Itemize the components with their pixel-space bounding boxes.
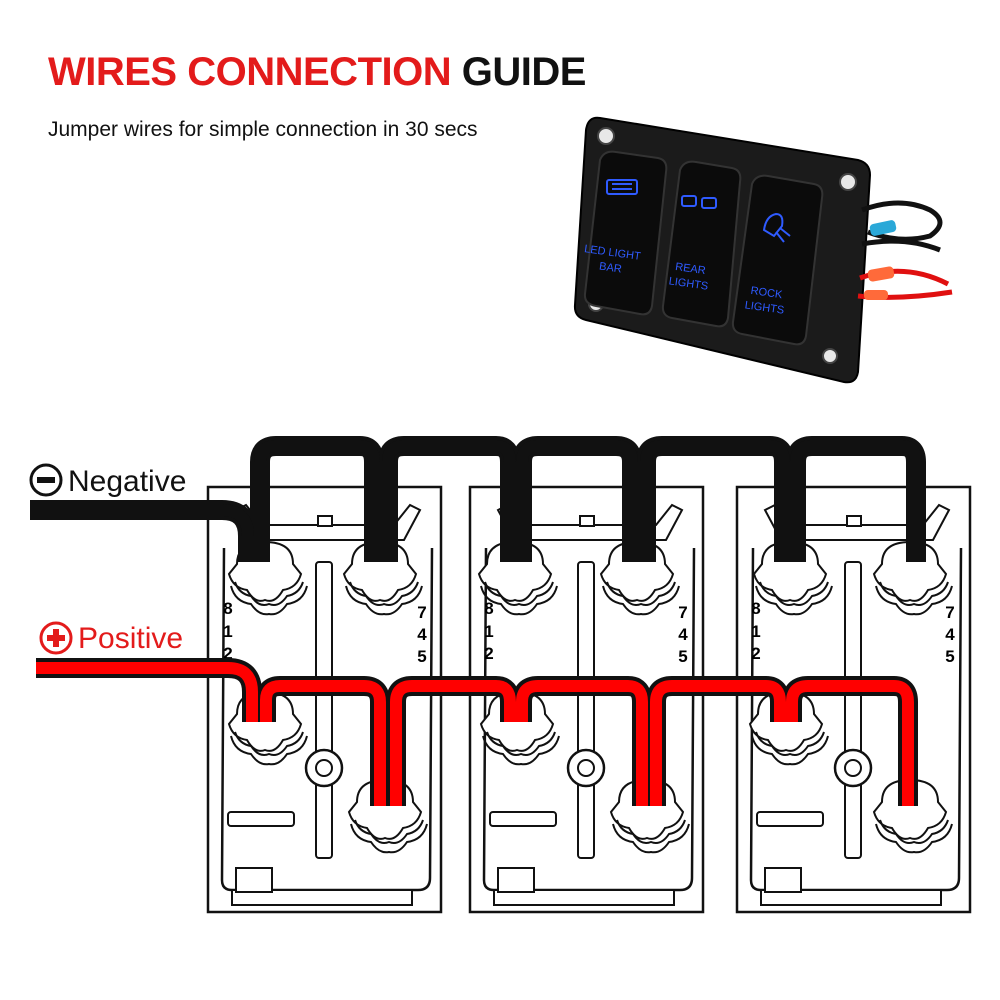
switch-1-label-line2: BAR <box>598 261 622 276</box>
led-bar-icon <box>606 179 638 195</box>
pin-2: 2 <box>223 644 232 663</box>
mount-hole <box>822 348 838 364</box>
mount-hole <box>597 127 615 145</box>
pin-5: 5 <box>417 647 426 666</box>
positive-legend: Positive <box>39 621 183 655</box>
pin-8: 8 <box>484 599 493 618</box>
pin-7: 7 <box>417 603 426 622</box>
pin-1: 1 <box>484 622 493 641</box>
title-rest: GUIDE <box>461 50 587 94</box>
pin-7: 7 <box>678 603 687 622</box>
switch-2-label-line1: REAR <box>674 261 706 277</box>
pin-2: 2 <box>751 644 760 663</box>
rock-lights-icon <box>762 212 791 243</box>
negative-wires <box>30 436 926 562</box>
pin-8: 8 <box>223 599 232 618</box>
switch-2-label-line2: LIGHTS <box>668 275 709 292</box>
switch-3-label-line2: LIGHTS <box>744 299 785 316</box>
pin-7: 7 <box>945 603 954 622</box>
mount-hole <box>839 173 857 191</box>
positive-wires <box>36 658 918 806</box>
rocker-switch-3 <box>731 174 824 346</box>
pin-1: 1 <box>751 622 760 641</box>
page-title: WIRES CONNECTION GUIDE <box>48 52 586 92</box>
negative-label: Negative <box>68 465 186 498</box>
switch-panel-photo: LED LIGHT BAR REAR LIGHTS ROCK LIGHTS <box>573 116 953 384</box>
title-highlight: WIRES CONNECTION <box>48 50 452 94</box>
pin-4: 4 <box>945 625 955 644</box>
rear-lights-icon <box>681 195 717 209</box>
pin-4: 4 <box>417 625 427 644</box>
rocker-switch-1 <box>583 150 668 316</box>
pin-5: 5 <box>678 647 687 666</box>
negative-legend: Negative <box>29 463 186 498</box>
pin-2: 2 <box>484 644 493 663</box>
switch-3-label-line1: ROCK <box>750 285 784 301</box>
pin-8: 8 <box>751 599 760 618</box>
pin-1: 1 <box>223 622 232 641</box>
pin-5: 5 <box>945 647 954 666</box>
positive-label: Positive <box>78 622 183 655</box>
subtitle: Jumper wires for simple connection in 30… <box>48 118 478 141</box>
pin-4: 4 <box>678 625 688 644</box>
